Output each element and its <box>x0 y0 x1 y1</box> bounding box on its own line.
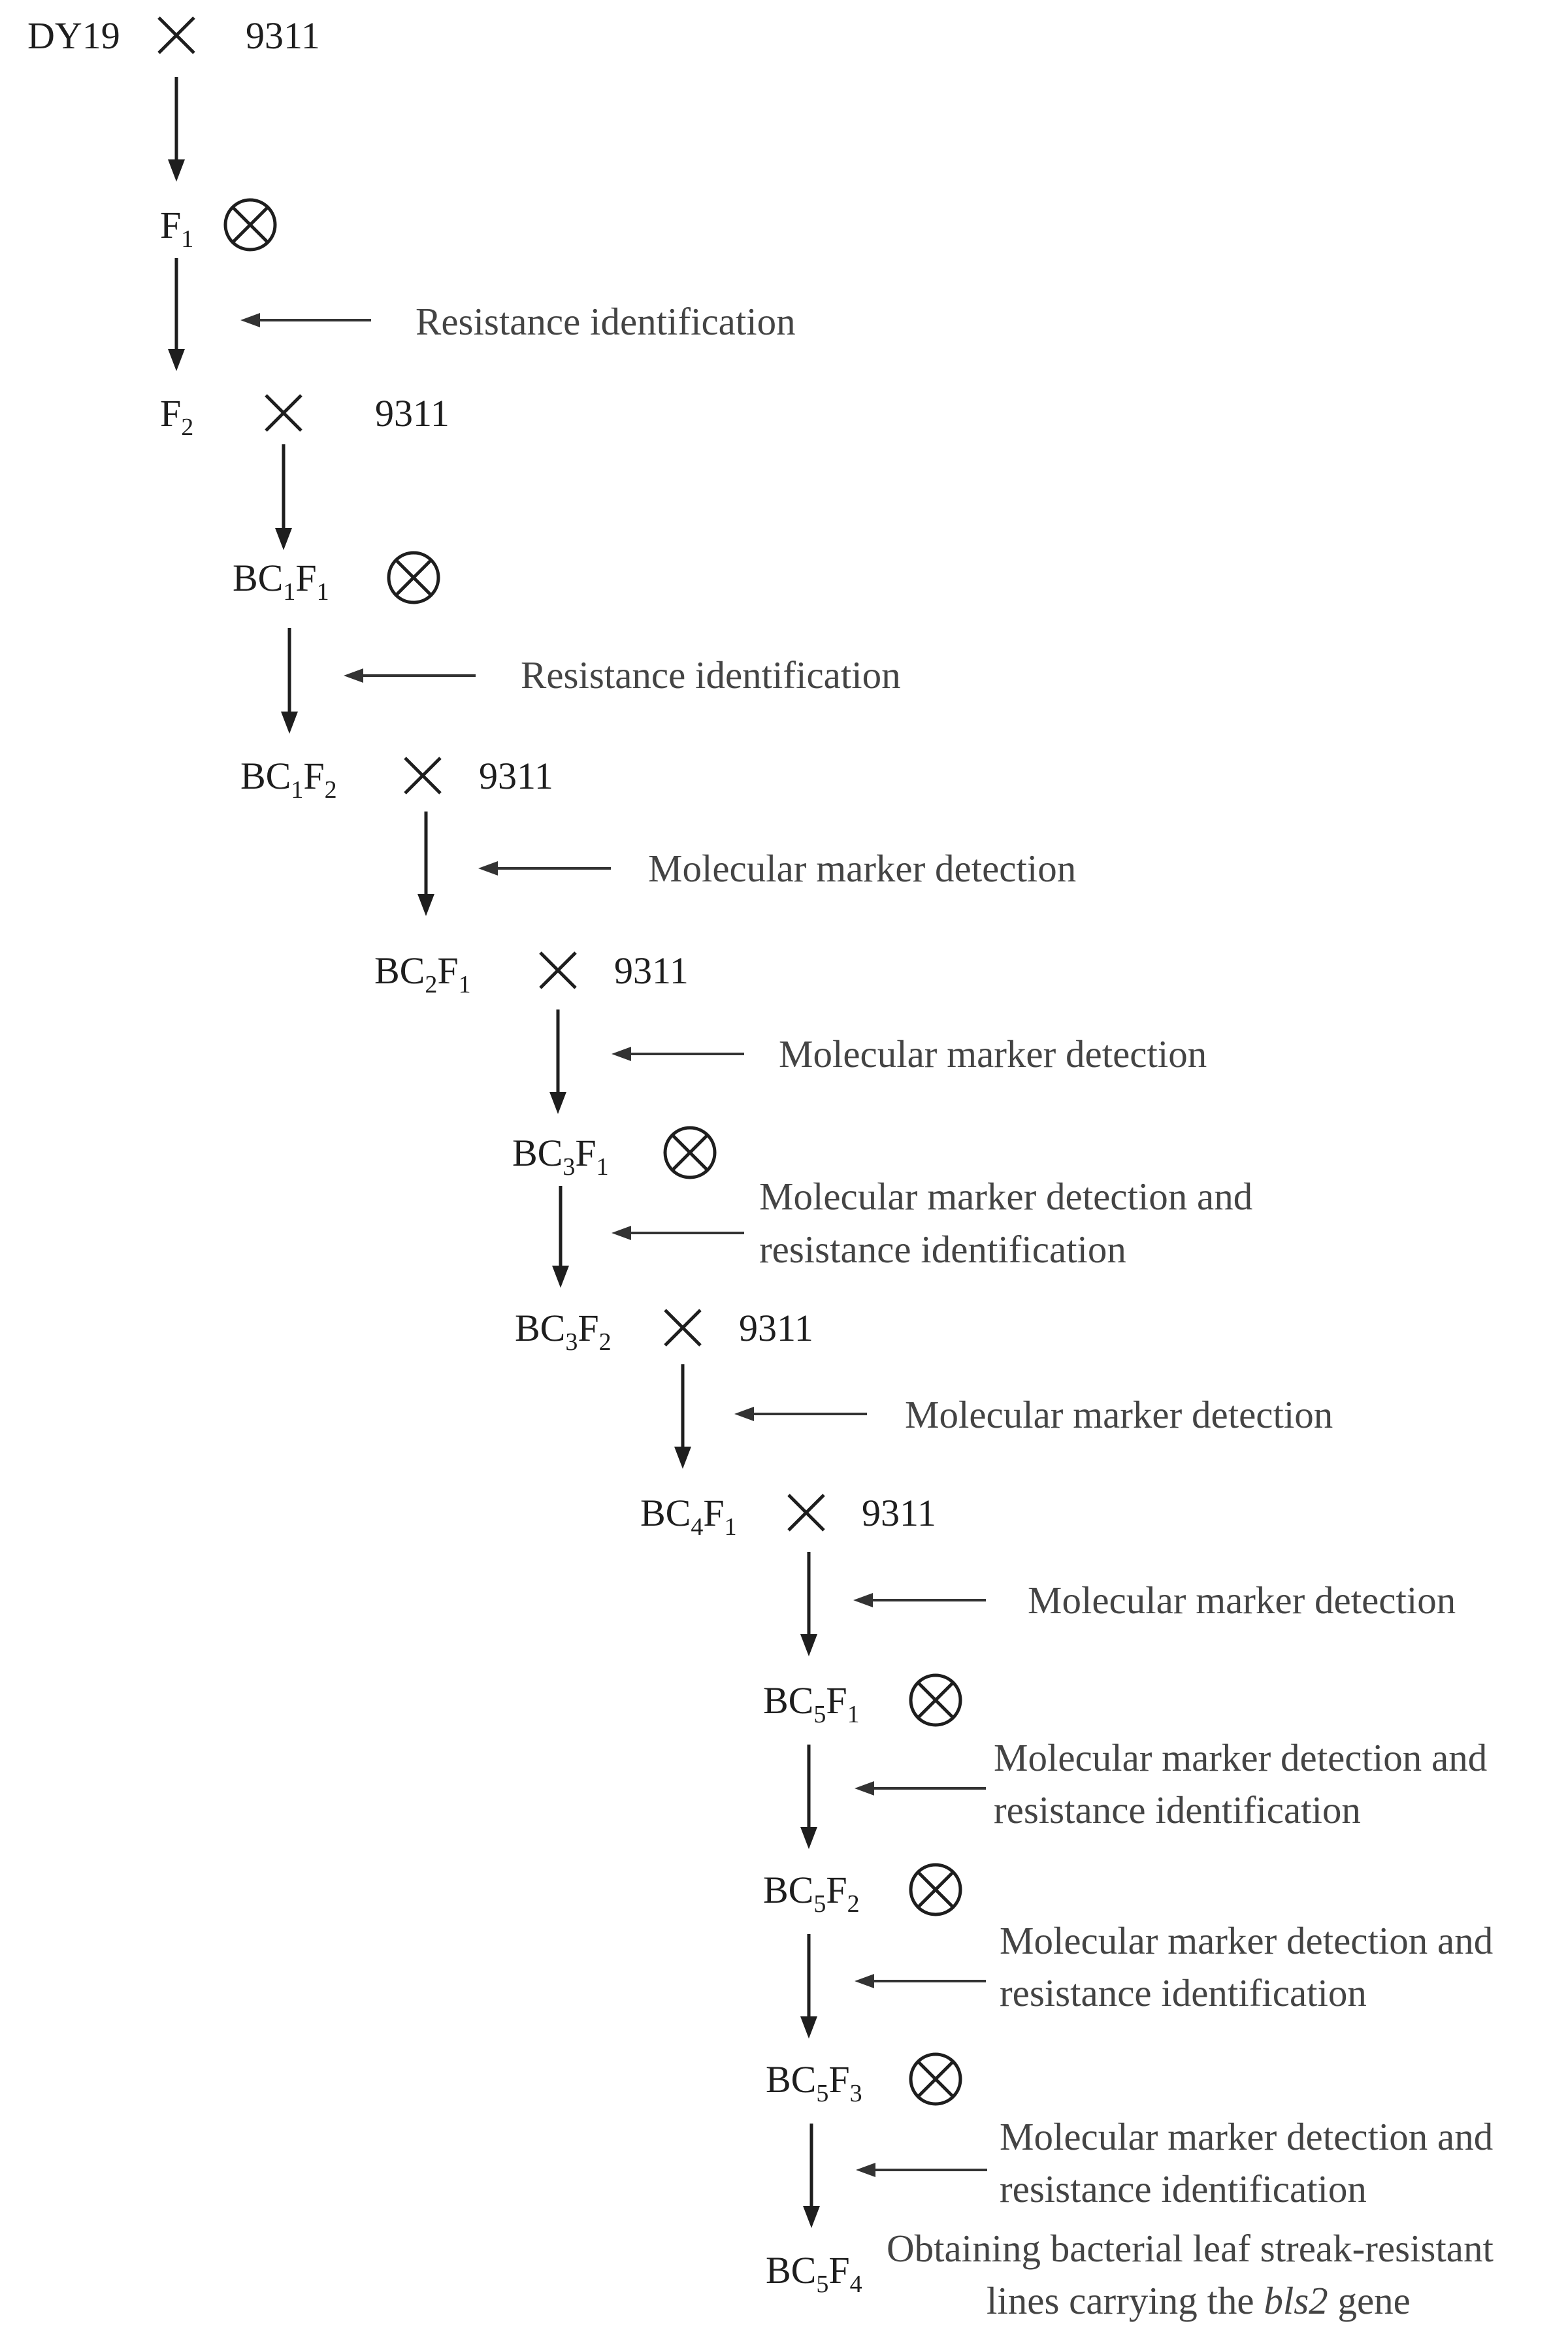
selfing-symbol-icon <box>909 1673 962 1727</box>
selfing-symbol-icon <box>387 551 440 604</box>
selfing-symbol-icon <box>909 2052 962 2106</box>
generation-arrow-12 <box>803 2124 820 2228</box>
generation-label-bc3f1: BC3F1 <box>512 1132 609 1181</box>
note-arrow-8 <box>855 1781 986 1796</box>
note-arrow-5 <box>612 1226 744 1240</box>
cross-symbol-icon <box>404 757 442 795</box>
final-outcome-line-1: Obtaining bacterial leaf streak-resistan… <box>887 2227 1494 2270</box>
generation-label-dy19: DY19 <box>27 14 120 57</box>
note-arrow-6 <box>734 1407 867 1421</box>
generation-label-bc5f3: BC5F3 <box>766 2058 862 2107</box>
selfing-symbol-icon <box>909 1863 962 1916</box>
generation-label-bc2f1: BC2F1 <box>374 949 471 998</box>
note-arrow-9 <box>855 1974 986 1988</box>
generation-arrow-4 <box>281 628 298 734</box>
generation-arrow-1 <box>168 77 185 182</box>
generation-arrow-9 <box>800 1552 817 1656</box>
note-arrow-10 <box>856 2163 987 2177</box>
cross-partner-label: 9311 <box>862 1492 936 1534</box>
selection-note-2-line-1: Resistance identification <box>521 653 901 697</box>
selection-note-3-line-1: Molecular marker detection <box>648 847 1076 890</box>
cross-symbol-icon <box>157 16 195 54</box>
generation-arrow-5 <box>417 812 434 916</box>
cross-partner-label: 9311 <box>375 392 449 435</box>
cross-symbol-icon <box>787 1494 825 1532</box>
selection-note-9-line-1: Molecular marker detection and <box>1000 1919 1493 1962</box>
cross-symbol-icon <box>265 394 302 432</box>
selection-note-4-line-1: Molecular marker detection <box>779 1032 1207 1075</box>
note-arrow-1 <box>240 313 371 327</box>
generation-label-f2: F2 <box>160 392 193 441</box>
selection-note-5-line-1: Molecular marker detection and <box>759 1175 1252 1218</box>
note-arrow-7 <box>853 1593 986 1607</box>
selection-note-8-line-2: resistance identification <box>994 1788 1361 1831</box>
generation-label-f1: F1 <box>160 204 193 253</box>
generation-arrow-6 <box>549 1009 566 1114</box>
selection-note-7-line-1: Molecular marker detection <box>1028 1579 1456 1622</box>
cross-partner-label: 9311 <box>479 755 553 797</box>
final-outcome-line-2: lines carrying the bls2 gene <box>987 2279 1411 2322</box>
selection-note-10-line-2: resistance identification <box>1000 2167 1367 2210</box>
cross-symbol-icon <box>664 1309 702 1347</box>
generation-label-bc5f2: BC5F2 <box>763 1869 860 1918</box>
generation-label-bc1f2: BC1F2 <box>240 755 337 804</box>
note-arrow-2 <box>344 668 476 683</box>
note-arrow-4 <box>612 1047 744 1061</box>
cross-partner-label: 9311 <box>246 14 320 57</box>
generation-arrow-11 <box>800 1934 817 2039</box>
generation-label-bc1f1: BC1F1 <box>233 557 329 606</box>
generation-arrow-3 <box>275 444 292 550</box>
selection-note-9-line-2: resistance identification <box>1000 1971 1367 2014</box>
generation-label-bc3f2: BC3F2 <box>515 1307 612 1356</box>
selfing-symbol-icon <box>223 198 277 252</box>
cross-partner-label: 9311 <box>739 1307 813 1349</box>
note-arrow-3 <box>478 861 611 876</box>
selection-note-6-line-1: Molecular marker detection <box>905 1393 1333 1436</box>
generation-arrow-10 <box>800 1745 817 1849</box>
selfing-symbol-icon <box>663 1126 717 1179</box>
generation-label-bc5f1: BC5F1 <box>763 1679 860 1728</box>
generation-label-bc4f1: BC4F1 <box>640 1492 737 1541</box>
selection-note-8-line-1: Molecular marker detection and <box>994 1736 1487 1779</box>
generation-arrow-7 <box>552 1186 569 1288</box>
generation-label-bc5f4: BC5F4 <box>766 2249 862 2298</box>
generation-arrow-8 <box>674 1364 691 1469</box>
selection-note-10-line-1: Molecular marker detection and <box>1000 2115 1493 2158</box>
generation-arrow-2 <box>168 258 185 371</box>
selection-note-1-line-1: Resistance identification <box>416 300 796 343</box>
cross-symbol-icon <box>539 951 577 989</box>
cross-partner-label: 9311 <box>614 949 689 992</box>
selection-note-5-line-2: resistance identification <box>759 1228 1126 1271</box>
